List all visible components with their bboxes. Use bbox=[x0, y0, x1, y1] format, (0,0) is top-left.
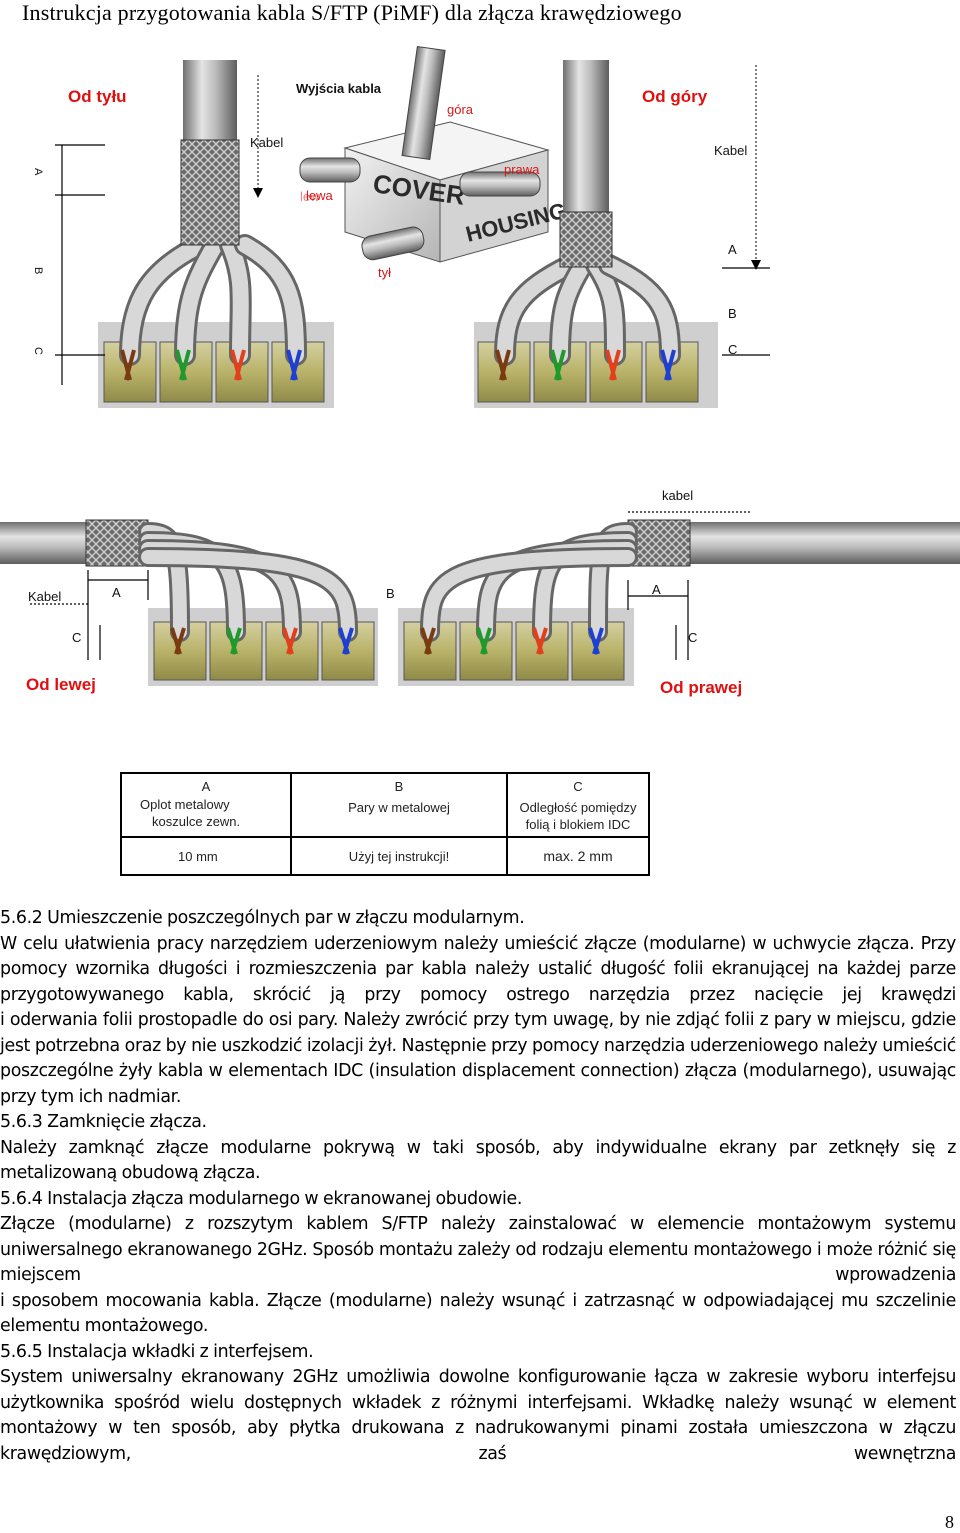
dim-label-c-right-side: C bbox=[688, 630, 697, 645]
spec-desc-b: Pary w metalowej bbox=[290, 796, 508, 837]
spec-header-b: B bbox=[290, 773, 508, 797]
dimension-lines-top-right bbox=[722, 267, 770, 356]
dim-label-c-left-side: C bbox=[72, 630, 81, 645]
spec-desc-b-line1: Pary w metalowej bbox=[348, 800, 450, 816]
braid-left-side bbox=[85, 519, 149, 567]
spec-value-a: 10 mm bbox=[120, 836, 292, 875]
spec-value-row: 10 mm Użyj tej instrukcji! max. 2 mm bbox=[120, 836, 650, 875]
dim-label-c-back: C bbox=[32, 347, 44, 355]
spec-value-b: Użyj tej instrukcji! bbox=[290, 836, 508, 875]
label-top-view: Od góry bbox=[642, 87, 708, 106]
spec-desc-c-line2: folią i blokiem IDC bbox=[525, 817, 631, 833]
braid-back bbox=[180, 139, 240, 246]
dim-label-b-side: B bbox=[386, 586, 395, 601]
side-views-diagram: kabel Kabel A B A C C Od lewej Od prawej bbox=[0, 488, 960, 697]
cable-label-top: Kabel bbox=[714, 143, 747, 158]
top-view-diagram: Od góry Kabel A B C bbox=[474, 60, 770, 408]
paragraph-installation-a: Złącze (modularne) z rozszytym kablem S/… bbox=[0, 1214, 956, 1285]
output-top-label: góra bbox=[447, 102, 474, 117]
paragraph-interface-insert: System uniwersalny ekranowany 2GHz umożl… bbox=[0, 1367, 956, 1464]
spec-desc-c-line1: Odległość pomiędzy bbox=[519, 800, 637, 816]
dim-label-a-left-side: A bbox=[112, 585, 121, 600]
label-back-view: Od tyłu bbox=[68, 87, 127, 106]
output-left-label-overlap: lew bbox=[300, 189, 320, 204]
dim-label-a-back: A bbox=[32, 168, 44, 176]
cable-out-back bbox=[361, 226, 425, 261]
cable-out-top bbox=[401, 45, 446, 160]
pairs-side bbox=[138, 522, 638, 642]
paragraph-pairs-placement-b: i oderwania folii prostopadle do osi par… bbox=[0, 1010, 956, 1107]
cable-out-right bbox=[459, 171, 541, 197]
spec-header-c: C bbox=[506, 773, 650, 797]
spec-header-row: A B C bbox=[120, 773, 650, 797]
cable-label-side-left: Kabel bbox=[28, 589, 61, 604]
braid-top bbox=[559, 211, 613, 268]
paragraph-pairs-placement-a: W celu ułatwienia pracy narzędziem uderz… bbox=[0, 933, 956, 1005]
wire-colors-side bbox=[170, 627, 604, 655]
dim-label-b-back: B bbox=[32, 267, 44, 274]
section-heading-565: 5.6.5 Instalacja wkładki z interfejsem. bbox=[0, 1341, 314, 1362]
output-right-label: prawa bbox=[504, 162, 540, 177]
braid-right-side bbox=[627, 519, 691, 567]
spec-desc-row: Oplot metalowy koszulce zewn. Pary w met… bbox=[120, 796, 650, 837]
dim-label-b-top: B bbox=[728, 306, 737, 321]
wire-colors-top bbox=[495, 349, 676, 381]
cable-outputs-diagram: COVER HOUSING Wyjścia kabla góra prawa l… bbox=[296, 45, 569, 280]
pairs-top bbox=[494, 254, 681, 366]
dim-label-c-top: C bbox=[728, 342, 737, 357]
output-left-label: lewa bbox=[306, 188, 334, 203]
dimension-lines-side bbox=[30, 511, 750, 660]
cable-left-side bbox=[0, 522, 90, 564]
dim-label-a-top: A bbox=[728, 242, 737, 257]
outputs-title: Wyjścia kabla bbox=[296, 81, 382, 96]
dimension-spec-table: A B C Oplot metalowy koszulce zewn. Pary… bbox=[120, 772, 650, 876]
cable-preparation-figure: Od tyłu Kabel A B C COVER HOUSING Wyjści… bbox=[0, 45, 960, 697]
spec-desc-a-line1: Oplot metalowy bbox=[140, 797, 230, 813]
paragraph-closing: Należy zamknąć złącze modularne pokrywą … bbox=[0, 1137, 956, 1184]
idc-modules-side bbox=[153, 621, 625, 681]
cable-back bbox=[183, 60, 237, 140]
cable-top bbox=[563, 60, 609, 212]
cable-out-left bbox=[299, 157, 361, 183]
page-number: 8 bbox=[945, 1512, 954, 1532]
output-back-label: tył bbox=[378, 265, 391, 280]
body-text: 5.6.2 Umieszczenie poszczególnych par w … bbox=[0, 906, 956, 1467]
spec-header-a: A bbox=[120, 773, 292, 797]
pairs-back bbox=[119, 234, 307, 366]
section-heading-563: 5.6.3 Zamknięcie złącza. bbox=[0, 1112, 207, 1132]
paragraph-installation-b: i sposobem mocowania kabla. Złącze (modu… bbox=[0, 1290, 956, 1337]
cable-right-side bbox=[690, 522, 960, 564]
dim-label-a-right-side: A bbox=[652, 582, 661, 597]
label-left-view: Od lewej bbox=[26, 675, 96, 694]
spec-desc-a-line2: koszulce zewn. bbox=[152, 814, 241, 830]
spec-value-c: max. 2 mm bbox=[506, 836, 650, 875]
wire-colors-back bbox=[120, 349, 302, 381]
spec-desc-a: Oplot metalowy koszulce zewn. bbox=[120, 796, 292, 837]
label-right-view: Od prawej bbox=[660, 678, 742, 697]
page-title: Instrukcja przygotowania kabla S/FTP (Pi… bbox=[22, 0, 682, 25]
back-view-diagram: Od tyłu Kabel A B C bbox=[32, 60, 334, 408]
cable-label-back: Kabel bbox=[250, 135, 283, 150]
dimension-lines-back-left bbox=[55, 144, 105, 385]
cable-label-side-top: kabel bbox=[662, 488, 693, 503]
section-heading-562: 5.6.2 Umieszczenie poszczególnych par w … bbox=[0, 908, 525, 928]
section-heading-564: 5.6.4 Instalacja złącza modularnego w ek… bbox=[0, 1188, 522, 1209]
spec-desc-c: Odległość pomiędzy folią i blokiem IDC bbox=[506, 796, 650, 837]
